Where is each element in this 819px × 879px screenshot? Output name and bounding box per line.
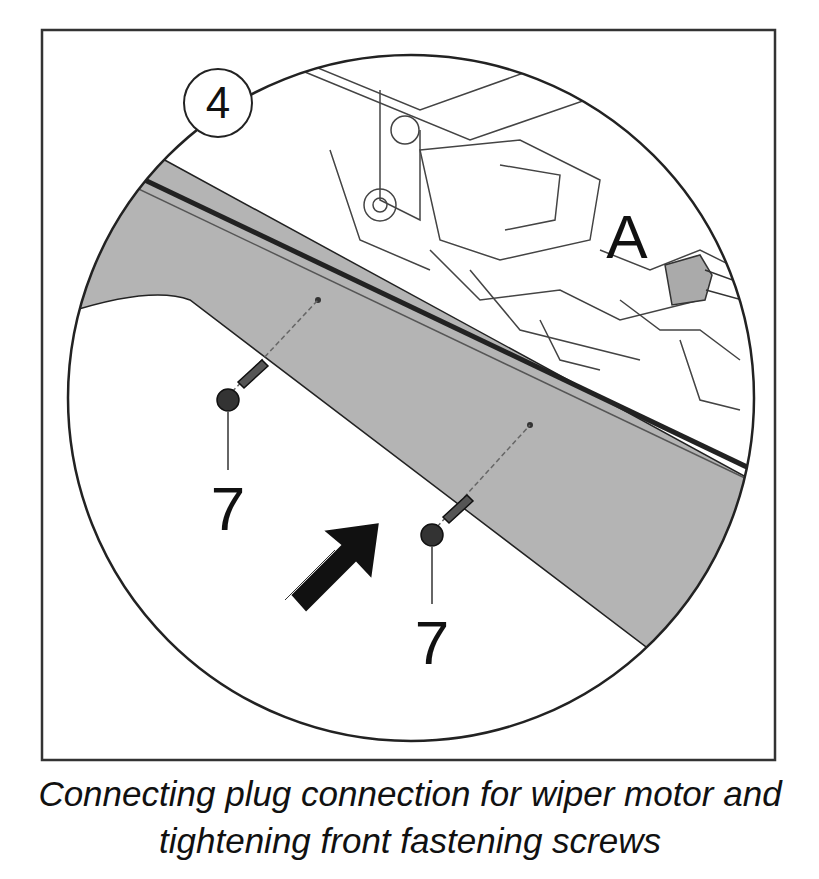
- callout-number: 7: [211, 478, 245, 540]
- step-number-circle: 4: [183, 68, 253, 138]
- step-number: 4: [206, 81, 230, 125]
- figure-caption: Connecting plug connection for wiper mot…: [15, 770, 805, 865]
- callout-number: 7: [415, 612, 449, 674]
- connector-letter: A: [606, 206, 647, 268]
- detail-view: [40, 40, 770, 879]
